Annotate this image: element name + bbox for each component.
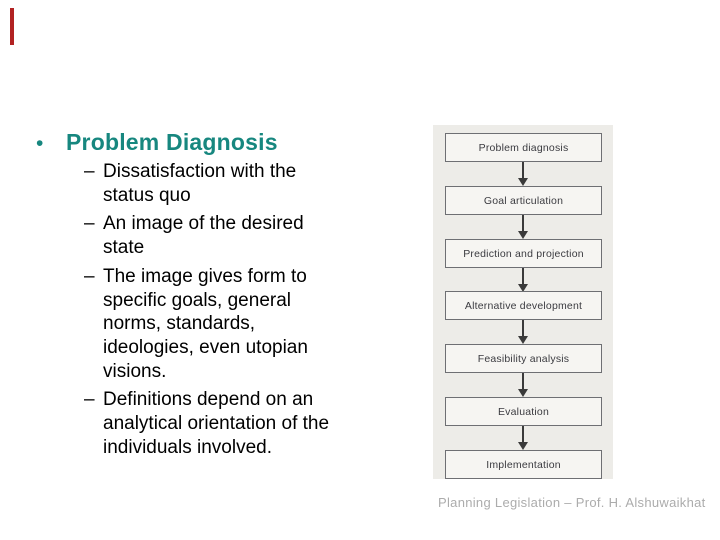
slide-accent-mark	[10, 8, 14, 45]
down-arrow-icon	[517, 215, 529, 239]
page-title: Problem Diagnosis	[66, 129, 278, 155]
dash-bullet-icon: –	[84, 213, 95, 235]
list-item: – Definitions depend on an analytical or…	[84, 388, 384, 459]
down-arrow-icon	[517, 268, 529, 292]
planning-process-flowchart: Problem diagnosis Goal articulation Pred…	[433, 125, 613, 479]
dash-bullet-icon: –	[84, 389, 95, 411]
down-arrow-icon	[517, 162, 529, 186]
flow-step-goal-articulation: Goal articulation	[445, 186, 602, 215]
down-arrow-icon	[517, 426, 529, 450]
flow-step-evaluation: Evaluation	[445, 397, 602, 426]
list-item: – An image of the desired state	[84, 212, 384, 259]
dash-bullet-icon: –	[84, 161, 95, 182]
flow-step-prediction-and-projection: Prediction and projection	[445, 239, 602, 268]
list-item: – The image gives form to specific goals…	[84, 265, 384, 384]
down-arrow-icon	[517, 373, 529, 397]
bullet-text: An image of the desired state	[103, 213, 304, 259]
flow-step-problem-diagnosis: Problem diagnosis	[445, 133, 602, 162]
title-bullet-icon: •	[36, 132, 44, 155]
flow-step-feasibility-analysis: Feasibility analysis	[445, 344, 602, 373]
bullet-text: The image gives form to specific goals, …	[103, 265, 308, 382]
slide-footer: Planning Legislation – Prof. H. Alshuwai…	[438, 495, 706, 510]
dash-bullet-icon: –	[84, 265, 95, 287]
bullet-text: Definitions depend on an analytical orie…	[103, 389, 330, 458]
down-arrow-icon	[517, 320, 529, 344]
flow-step-alternative-development: Alternative development	[445, 291, 602, 320]
bullet-list: – Dissatisfaction with the status quo – …	[84, 160, 384, 464]
bullet-text: Dissatisfaction with the status quo	[103, 161, 297, 206]
flow-step-implementation: Implementation	[445, 450, 602, 479]
list-item: – Dissatisfaction with the status quo	[84, 160, 384, 207]
